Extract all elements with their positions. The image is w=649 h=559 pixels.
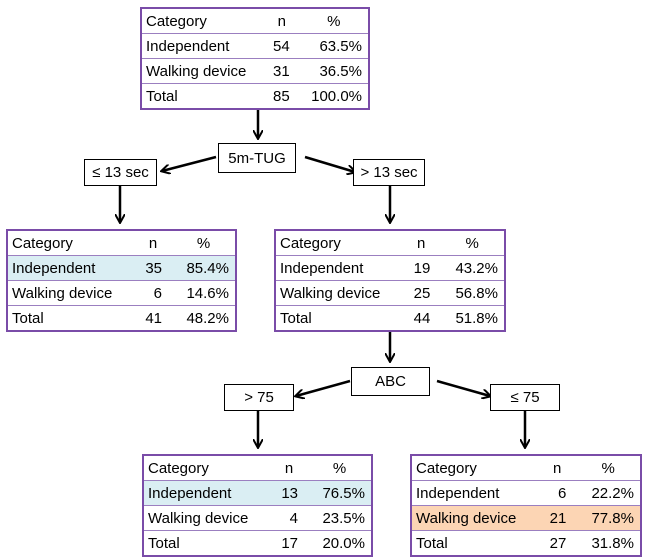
table-row: Walking device 4 23.5%: [144, 505, 371, 531]
row-n: 4: [270, 505, 305, 531]
branch-tug-right: > 13 sec: [353, 159, 425, 186]
table-row: Walking device 31 36.5%: [142, 58, 368, 84]
arrow-abc-to-left: [296, 379, 351, 396]
table-total-row: Total 27 31.8%: [412, 530, 640, 555]
table-header-row: Category n %: [142, 9, 368, 34]
table-header-row: Category n %: [144, 456, 371, 481]
row-pct: 63.5%: [295, 33, 368, 59]
table-root: Category n % Independent 54 63.5% Walkin…: [140, 7, 370, 110]
table-row: Walking device 6 14.6%: [8, 280, 235, 306]
header-category: Category: [280, 234, 341, 252]
row-category: Walking device: [412, 505, 538, 531]
header-n: n: [284, 459, 294, 477]
table-row: Independent 54 63.5%: [142, 33, 368, 59]
row-category: Independent: [412, 480, 538, 506]
header-pct: %: [327, 12, 341, 30]
header-pct: %: [332, 459, 347, 477]
table-header-row: Category n %: [8, 231, 235, 256]
row-n: 6: [134, 280, 169, 306]
table-tug-gt13: Category n % Independent 19 43.2% Walkin…: [274, 229, 506, 332]
table-total-row: Total 17 20.0%: [144, 530, 371, 555]
row-category: Total: [412, 530, 538, 555]
arrow-tug-to-right: [304, 155, 355, 172]
row-n: 44: [402, 305, 437, 330]
row-pct: 77.8%: [572, 505, 640, 531]
table-abc-le75: Category n % Independent 6 22.2% Walking…: [410, 454, 642, 557]
row-category: Walking device: [8, 280, 134, 306]
branch-tug-left: ≤ 13 sec: [84, 159, 157, 186]
table-row-highlighted: Independent 13 76.5%: [144, 480, 371, 506]
row-pct: 23.5%: [304, 505, 371, 531]
row-n: 19: [402, 255, 437, 281]
row-category: Walking device: [144, 505, 270, 531]
table-abc-gt75: Category n % Independent 13 76.5% Walkin…: [142, 454, 373, 557]
table-total-row: Total 44 51.8%: [276, 305, 504, 330]
table-row-highlighted: Independent 35 85.4%: [8, 255, 235, 281]
header-category: Category: [146, 12, 207, 30]
row-category: Independent: [276, 255, 402, 281]
row-n: 25: [402, 280, 437, 306]
decision-abc: ABC: [351, 367, 430, 396]
table-row: Walking device 25 56.8%: [276, 280, 504, 306]
row-category: Walking device: [276, 280, 402, 306]
header-category: Category: [148, 459, 209, 477]
table-row-highlighted: Walking device 21 77.8%: [412, 505, 640, 531]
row-n: 31: [264, 58, 296, 84]
branch-abc-right: ≤ 75: [490, 384, 560, 411]
row-n: 35: [134, 255, 169, 281]
row-category: Total: [144, 530, 270, 555]
arrow-tug-to-left: [162, 155, 217, 171]
row-n: 85: [264, 83, 296, 108]
table-row: Independent 19 43.2%: [276, 255, 504, 281]
header-n: n: [148, 234, 158, 252]
decision-tug: 5m-TUG: [218, 143, 296, 173]
table-header-row: Category n %: [412, 456, 640, 481]
row-pct: 76.5%: [304, 480, 371, 506]
row-category: Total: [276, 305, 402, 330]
row-category: Total: [8, 305, 134, 330]
row-category: Independent: [144, 480, 270, 506]
row-n: 21: [538, 505, 573, 531]
row-pct: 56.8%: [436, 280, 504, 306]
table-header-row: Category n %: [276, 231, 504, 256]
table-tug-le13: Category n % Independent 35 85.4% Walkin…: [6, 229, 237, 332]
row-pct: 31.8%: [572, 530, 640, 555]
row-n: 27: [538, 530, 573, 555]
row-n: 13: [270, 480, 305, 506]
row-pct: 20.0%: [304, 530, 371, 555]
row-n: 17: [270, 530, 305, 555]
row-category: Walking device: [142, 58, 264, 84]
header-pct: %: [465, 234, 479, 252]
row-pct: 43.2%: [436, 255, 504, 281]
arrow-abc-to-right: [436, 379, 490, 396]
row-pct: 22.2%: [572, 480, 640, 506]
row-n: 41: [134, 305, 169, 330]
row-pct: 51.8%: [436, 305, 504, 330]
header-n: n: [417, 234, 426, 252]
header-pct: %: [196, 234, 211, 252]
table-row: Independent 6 22.2%: [412, 480, 640, 506]
header-pct: %: [601, 459, 615, 477]
header-category: Category: [12, 234, 73, 252]
branch-abc-left: > 75: [224, 384, 294, 411]
header-n: n: [277, 12, 287, 30]
row-n: 6: [538, 480, 573, 506]
table-total-row: Total 41 48.2%: [8, 305, 235, 330]
header-n: n: [553, 459, 562, 477]
table-total-row: Total 85 100.0%: [142, 83, 368, 108]
row-pct: 36.5%: [295, 58, 368, 84]
row-pct: 85.4%: [168, 255, 235, 281]
row-pct: 48.2%: [168, 305, 235, 330]
row-n: 54: [264, 33, 296, 59]
row-pct: 100.0%: [295, 83, 368, 108]
header-category: Category: [416, 459, 477, 477]
row-pct: 14.6%: [168, 280, 235, 306]
row-category: Independent: [142, 33, 264, 59]
row-category: Independent: [8, 255, 134, 281]
row-category: Total: [142, 83, 264, 108]
